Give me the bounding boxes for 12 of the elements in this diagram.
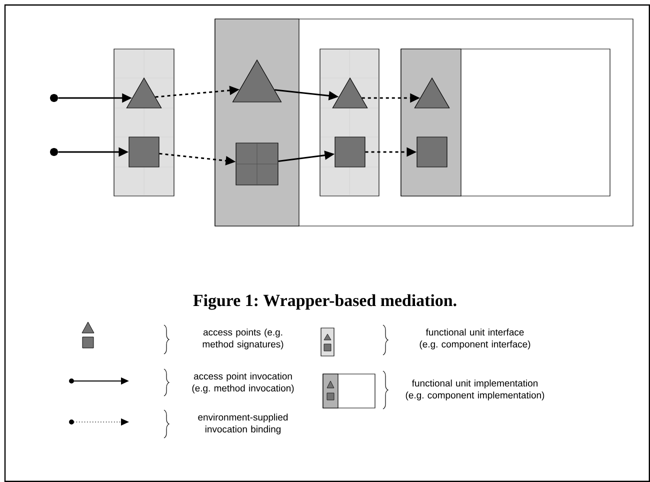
start-dot <box>50 148 58 156</box>
figure-caption: Figure 1: Wrapper-based mediation. <box>193 294 456 310</box>
legend-text: access points (e.g. method signatures) <box>202 328 284 350</box>
legend-text: environment-supplied invocation binding <box>198 414 288 434</box>
access-point-square <box>236 142 278 186</box>
legend-text: functional unit interface (e.g. component interface) <box>420 328 530 350</box>
start-dot <box>50 94 58 102</box>
access-point-square <box>416 136 448 168</box>
legend-text: functional unit implementation (e.g. component implementation) <box>406 380 544 400</box>
access-point-square <box>128 136 160 168</box>
access-point-square <box>334 136 366 168</box>
legend-text: access point invocation (e.g. method invocation) <box>192 372 294 394</box>
